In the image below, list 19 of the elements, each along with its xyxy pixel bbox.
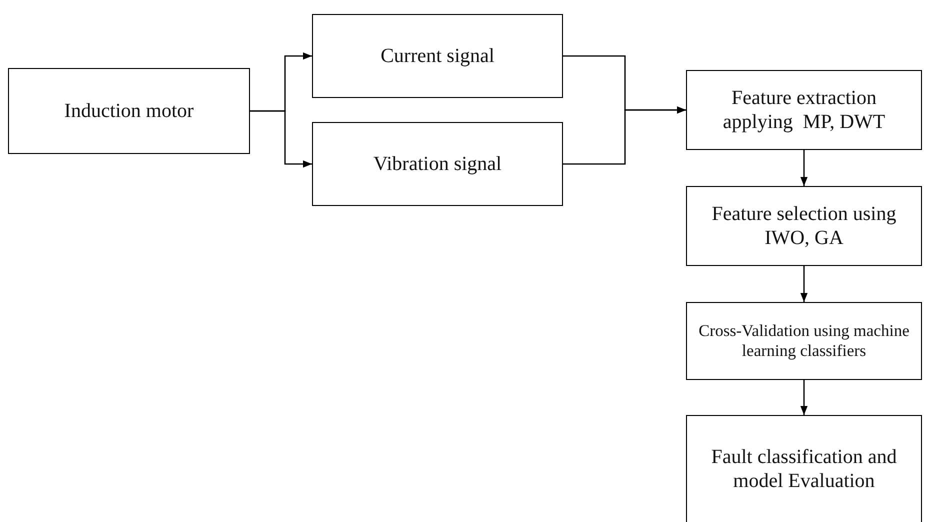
process-box bbox=[686, 415, 922, 522]
box-label: Feature selection using IWO, GA bbox=[710, 202, 898, 250]
box-label: Induction motor bbox=[64, 99, 194, 123]
process-box bbox=[312, 122, 563, 206]
box-label: Cross-Validation using machine learning classifiers bbox=[698, 321, 910, 361]
arrow bbox=[563, 106, 686, 165]
arrow bbox=[800, 150, 808, 186]
box-label: Feature extraction applying MP, DWT bbox=[722, 86, 886, 134]
process-box bbox=[8, 68, 250, 154]
process-box bbox=[312, 14, 563, 98]
box-label: Fault classification and model Evaluation bbox=[710, 445, 898, 493]
process-box bbox=[686, 186, 922, 266]
arrow bbox=[800, 380, 808, 415]
box-label: Current signal bbox=[380, 44, 494, 68]
box-label: Vibration signal bbox=[373, 152, 502, 176]
process-box bbox=[686, 70, 922, 150]
arrow bbox=[800, 266, 808, 302]
arrow bbox=[250, 110, 312, 168]
process-box bbox=[686, 302, 922, 380]
